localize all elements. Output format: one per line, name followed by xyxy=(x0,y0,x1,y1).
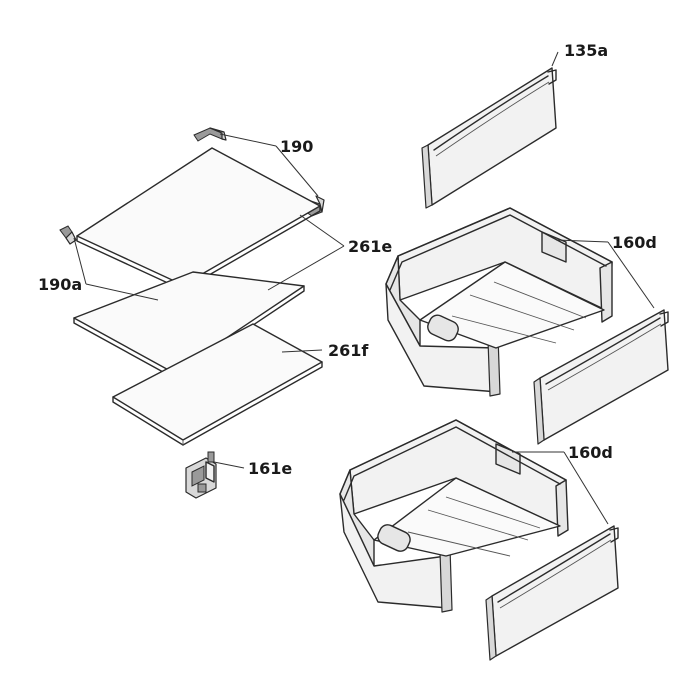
part-261e-glass-shelf xyxy=(76,147,321,291)
label-261e: 261e xyxy=(348,237,392,256)
leader-lines xyxy=(73,51,655,525)
part-160d-drawer-front-lower xyxy=(485,525,619,661)
part-drawer-bin-upper xyxy=(385,207,613,397)
part-drawer-bin-lower xyxy=(339,419,569,613)
part-190a-bracket-left xyxy=(59,225,77,245)
label-161e: 161e xyxy=(248,459,292,478)
label-160d-upper: 160d xyxy=(612,233,657,252)
part-261f-shelf-lower xyxy=(112,323,323,446)
label-190a: 190a xyxy=(38,275,82,294)
label-135a: 135a xyxy=(564,41,608,60)
part-161e-latch xyxy=(185,451,217,499)
label-261f: 261f xyxy=(328,341,369,360)
part-160d-drawer-front-upper xyxy=(533,309,669,445)
part-190-bracket xyxy=(193,127,227,142)
part-135a-drawer-front xyxy=(421,67,557,209)
label-190: 190 xyxy=(280,137,313,156)
label-160d-lower: 160d xyxy=(568,443,613,462)
